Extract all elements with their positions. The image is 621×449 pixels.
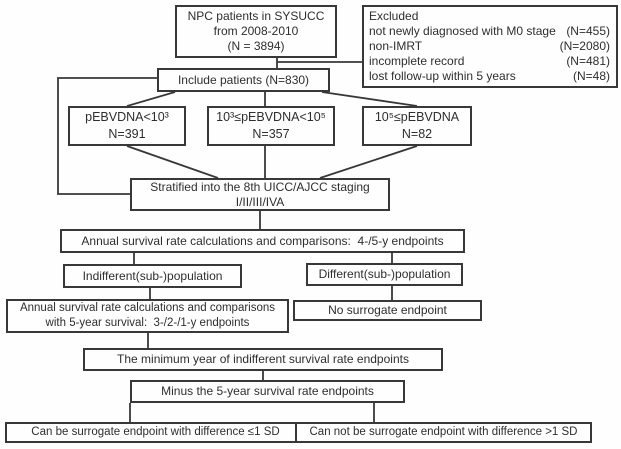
- box-ebv-low: pEBVDNA<10³ N=391: [68, 106, 186, 146]
- can-be-text: Can be surrogate endpoint with differenc…: [31, 426, 280, 438]
- excluded-item-count: (N=2080): [559, 39, 610, 53]
- excluded-title: Excluded: [369, 9, 419, 23]
- excluded-item-label: non-IMRT: [369, 39, 423, 53]
- ebv-low-n: N=391: [108, 127, 146, 141]
- different-text: Different(sub-)population: [318, 267, 451, 281]
- stratified-line-2: I/II/III/IVA: [235, 194, 285, 209]
- box-ebv-mid: 10³≤pEBVDNA<10⁵ N=357: [207, 106, 335, 146]
- box-ebv-high: 10⁵≤pEBVDNA N=82: [362, 106, 472, 146]
- cannot-be-text: Can not be surrogate endpoint with diffe…: [309, 426, 578, 438]
- box-excluded: Excluded not newly diagnosed with M0 sta…: [362, 5, 618, 88]
- annual-3-2-1-line-1: Annual survival rate calculations and co…: [19, 302, 276, 314]
- ebv-high-n: N=82: [401, 127, 433, 141]
- box-annual-3-2-1: Annual survival rate calculations and co…: [6, 299, 289, 333]
- excluded-item-row: non-IMRT (N=2080): [369, 39, 610, 54]
- excluded-item-label: incomplete record: [369, 54, 465, 68]
- minus-5year-text: Minus the 5-year survival rate endpoints: [161, 384, 374, 398]
- ebv-mid-n: N=357: [252, 127, 290, 141]
- box-npc-patients: NPC patients in SYSUCC from 2008-2010 (N…: [175, 5, 337, 58]
- annual-3-2-1-line-2: with 5-year survival: 3-/2-/1-y endpoint…: [45, 317, 250, 329]
- excluded-item-count: (N=481): [566, 54, 610, 68]
- annual-4-5-text: Annual survival rate calculations and co…: [81, 233, 444, 248]
- ebv-mid-range: 10³≤pEBVDNA<10⁵: [216, 110, 326, 124]
- minimum-year-text: The minimum year of indifferent survival…: [117, 352, 409, 366]
- excluded-item-row: not newly diagnosed with M0 stage (N=455…: [369, 24, 610, 39]
- box-minimum-year: The minimum year of indifferent survival…: [83, 348, 443, 371]
- box-annual-4-5: Annual survival rate calculations and co…: [60, 229, 465, 253]
- npc-line-1: NPC patients in SYSUCC: [187, 9, 325, 23]
- box-cannot-be-surrogate: Can not be surrogate endpoint with diffe…: [295, 422, 592, 443]
- npc-line-2: from 2008-2010: [213, 24, 299, 38]
- box-no-surrogate: No surrogate endpoint: [293, 300, 482, 321]
- box-stratified: Stratified into the 8th UICC/AJCC stagin…: [130, 178, 390, 211]
- ebv-low-range: pEBVDNA<10³: [85, 110, 169, 124]
- excluded-item-label: not newly diagnosed with M0 stage: [369, 24, 556, 38]
- box-include-patients: Include patients (N=830): [157, 68, 330, 92]
- no-surrogate-text: No surrogate endpoint: [328, 303, 447, 317]
- excluded-title-row: Excluded: [369, 9, 610, 24]
- excluded-item-count: (N=455): [566, 24, 610, 38]
- box-different-population: Different(sub-)population: [306, 263, 463, 286]
- indifferent-text: Indifferent(sub-)population: [82, 268, 223, 283]
- excluded-item-row: incomplete record (N=481): [369, 54, 610, 69]
- box-minus-5year: Minus the 5-year survival rate endpoints: [130, 380, 405, 403]
- stratified-line-1: Stratified into the 8th UICC/AJCC stagin…: [150, 179, 370, 194]
- excluded-item-label: lost follow-up within 5 years: [369, 69, 516, 83]
- npc-line-3: (N = 3894): [227, 39, 285, 53]
- excluded-item-count: (N=48): [572, 69, 610, 83]
- box-can-be-surrogate: Can be surrogate endpoint with differenc…: [5, 422, 306, 443]
- box-indifferent-population: Indifferent(sub-)population: [63, 264, 242, 288]
- ebv-high-range: 10⁵≤pEBVDNA: [374, 110, 460, 124]
- excluded-item-row: lost follow-up within 5 years (N=48): [369, 69, 610, 84]
- include-text: Include patients (N=830): [177, 72, 310, 87]
